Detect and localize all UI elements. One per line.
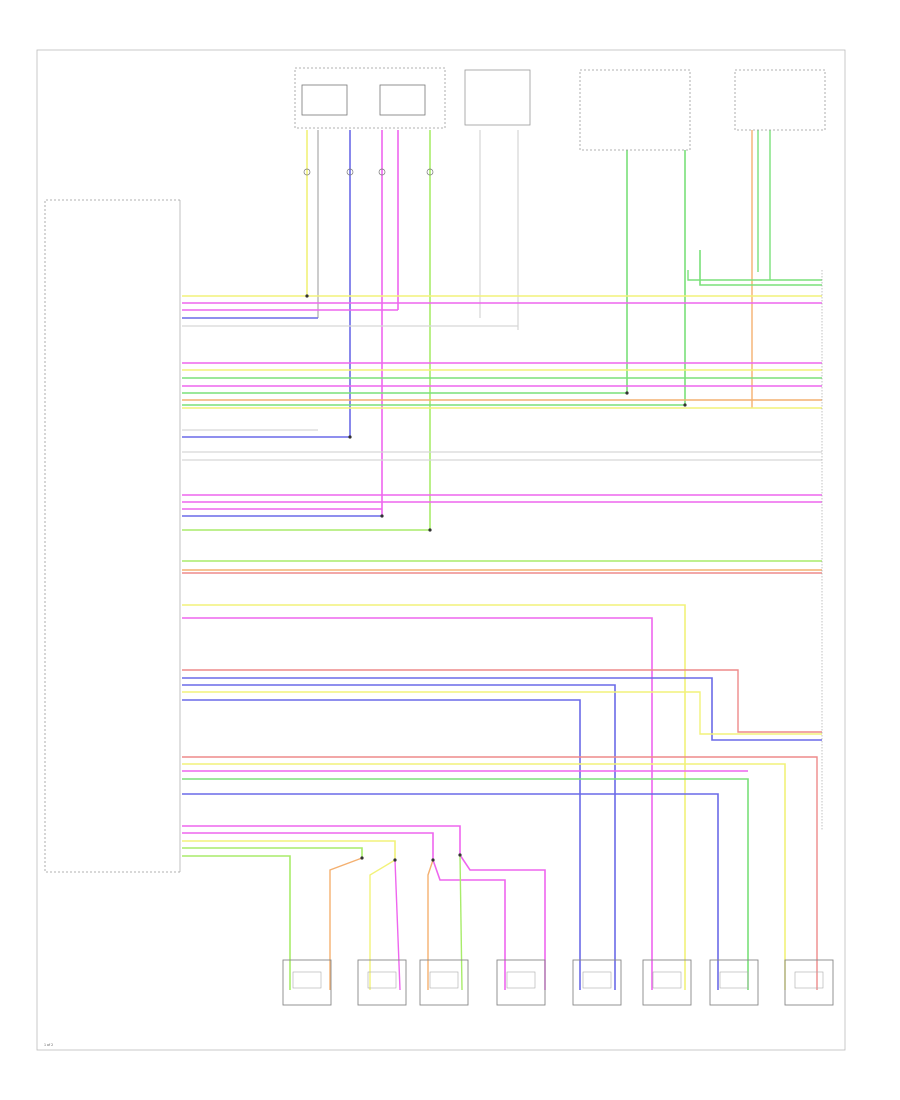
wire-bu-route — [182, 793, 719, 990]
splice-dot — [458, 853, 462, 857]
wire-ye-route — [182, 763, 786, 990]
wire-vt-route — [459, 854, 546, 990]
module-boundary — [44, 199, 180, 873]
component-boundary — [734, 69, 826, 131]
connector-pin — [426, 168, 434, 176]
wire-layer — [182, 130, 822, 991]
wire-ye-route — [182, 840, 396, 860]
squib-element — [292, 971, 322, 989]
wire-rd-route — [182, 756, 818, 990]
component-box — [282, 959, 332, 1006]
bottom-components — [282, 959, 834, 1006]
squib-element — [506, 971, 536, 989]
squib-box — [301, 84, 348, 116]
squib-element — [719, 971, 749, 989]
component-box — [784, 959, 834, 1006]
wire-bu-route — [182, 677, 822, 741]
wire-og-route — [329, 857, 363, 990]
squib-box — [379, 84, 426, 116]
splice-dot — [683, 403, 687, 407]
component-box — [572, 959, 622, 1006]
wire-rd-route — [182, 669, 822, 733]
wire-bu-route — [182, 699, 581, 990]
splice-dot — [380, 514, 384, 518]
diagram-frame — [36, 49, 846, 1051]
wire-ye-route — [369, 859, 396, 990]
component-box — [357, 959, 407, 1006]
splice-dot — [393, 858, 397, 862]
wire-vt-route — [182, 617, 653, 990]
wire-gn-route — [687, 270, 822, 281]
component-box — [709, 959, 759, 1006]
splice-dot — [348, 435, 352, 439]
connector-pin — [303, 168, 311, 176]
connector-pin — [346, 168, 354, 176]
splice-dot — [428, 528, 432, 532]
connector-pin — [378, 168, 386, 176]
component-boundary — [294, 67, 446, 129]
wire-vt-route — [432, 859, 506, 990]
squib-element — [652, 971, 682, 989]
splice-dot — [360, 856, 364, 860]
wire-ye-route — [182, 691, 822, 735]
top-component-passenger-airbag — [464, 69, 531, 126]
page-number: 1 of 2 — [44, 1043, 53, 1047]
splice-points — [305, 294, 687, 862]
wire-lgn-route — [182, 847, 363, 858]
wire-ye-route — [182, 604, 686, 990]
wire-lgn-route — [182, 855, 291, 990]
top-component-clockspring — [294, 67, 446, 176]
splice-dot — [305, 294, 309, 298]
wire-lgn-route — [459, 854, 463, 991]
component-boundary — [579, 69, 691, 151]
top-component-buckle-switch — [734, 69, 826, 131]
wire-gn-route — [182, 778, 749, 990]
wire-bu-route — [182, 684, 616, 990]
wire-og-route — [427, 859, 434, 990]
splice-dot — [431, 858, 435, 862]
top-component-occupant-classification — [579, 69, 691, 151]
wire-vt-route — [182, 825, 461, 855]
squib-element — [429, 971, 459, 989]
component-boundary — [464, 69, 531, 126]
component-box — [496, 959, 546, 1006]
squib-element — [367, 971, 397, 989]
squib-element — [582, 971, 612, 989]
component-box — [419, 959, 469, 1006]
wire-vt-route — [182, 832, 434, 860]
splice-dot — [625, 391, 629, 395]
wire-vt-route — [394, 859, 401, 991]
squib-element — [794, 971, 824, 989]
wire-gn-route — [699, 250, 822, 286]
component-box — [642, 959, 692, 1006]
